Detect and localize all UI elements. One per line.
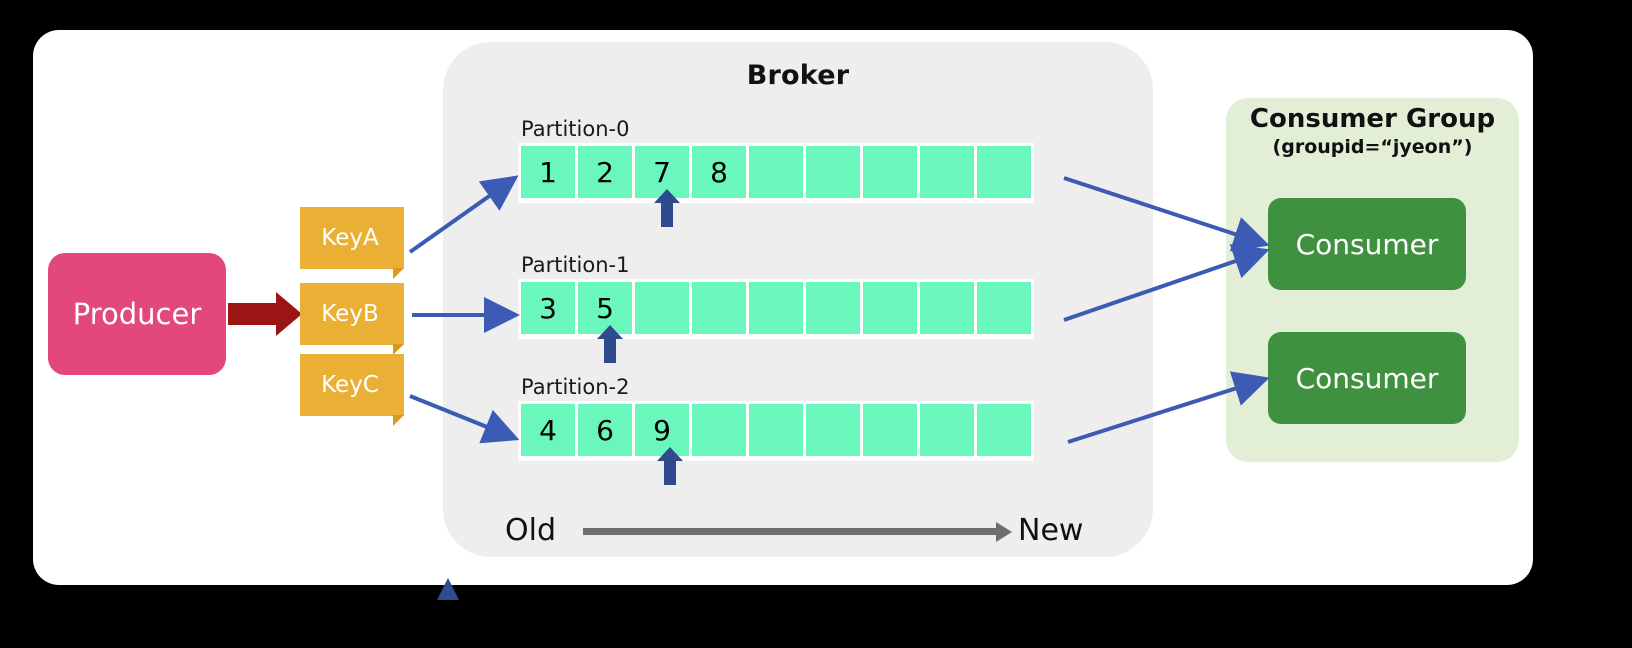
key-box-keyc[interactable]: KeyC	[300, 354, 404, 426]
partition-0-cell-6	[863, 146, 917, 198]
partition-0-cell-8	[977, 146, 1031, 198]
partition-2-cell-7	[920, 404, 974, 456]
partition-1-cell-6	[863, 282, 917, 334]
partition-0-cell-5	[806, 146, 860, 198]
partition-2-label: Partition-2	[521, 375, 630, 399]
producer-to-keys-arrow-head	[276, 292, 302, 336]
producer-to-keys-arrow-shaft	[228, 303, 280, 325]
partition-1-label: Partition-1	[521, 253, 630, 277]
producer-node[interactable]: Producer	[48, 253, 226, 375]
consumer-label: Consumer	[1295, 361, 1439, 395]
partition-1-cell-3	[692, 282, 746, 334]
key-box-keya[interactable]: KeyA	[300, 207, 404, 279]
partition-2-cell-3	[692, 404, 746, 456]
partition-2-cell-5	[806, 404, 860, 456]
partition-0-offset-pointer-icon	[654, 189, 680, 227]
axis-old-label: Old	[505, 513, 556, 548]
key-box-label: KeyC	[321, 372, 379, 398]
partition-1-offset-pointer-icon	[597, 325, 623, 363]
consumer-node-2[interactable]: Consumer	[1268, 332, 1466, 424]
consumer-label: Consumer	[1295, 227, 1439, 261]
partition-0-label: Partition-0	[521, 117, 630, 141]
partition-0-cell-3: 8	[692, 146, 746, 198]
partition-1-cell-2	[635, 282, 689, 334]
partition-2-cell-1: 6	[578, 404, 632, 456]
partition-1-cell-8	[977, 282, 1031, 334]
key-box-keyb[interactable]: KeyB	[300, 283, 404, 355]
broker-title: Broker	[746, 60, 850, 91]
partition-0-cell-1: 2	[578, 146, 632, 198]
partition-2-offset-pointer-icon	[657, 447, 683, 485]
partition-1-cell-4	[749, 282, 803, 334]
partition-0-cell-7	[920, 146, 974, 198]
partition-2-cell-4	[749, 404, 803, 456]
axis-line	[583, 528, 998, 535]
partition-2-cell-6	[863, 404, 917, 456]
partition-2-cell-0: 4	[521, 404, 575, 456]
axis-new-label: New	[1018, 513, 1084, 548]
consumer-group-subtitle: (groupid=“jyeon”)	[1272, 136, 1473, 158]
partition-1-cell-5	[806, 282, 860, 334]
partition-1-cell-7	[920, 282, 974, 334]
consumer-group-title: Consumer Group	[1249, 104, 1496, 134]
key-box-label: KeyA	[321, 225, 379, 251]
partition-2-cell-8	[977, 404, 1031, 456]
key-box-label: KeyB	[321, 301, 379, 327]
partition-1-cell-0: 3	[521, 282, 575, 334]
partition-0-cell-4	[749, 146, 803, 198]
axis-arrow-head-icon	[996, 522, 1012, 542]
consumer-node-1[interactable]: Consumer	[1268, 198, 1466, 290]
producer-label: Producer	[72, 297, 202, 331]
partition-0-cell-0: 1	[521, 146, 575, 198]
